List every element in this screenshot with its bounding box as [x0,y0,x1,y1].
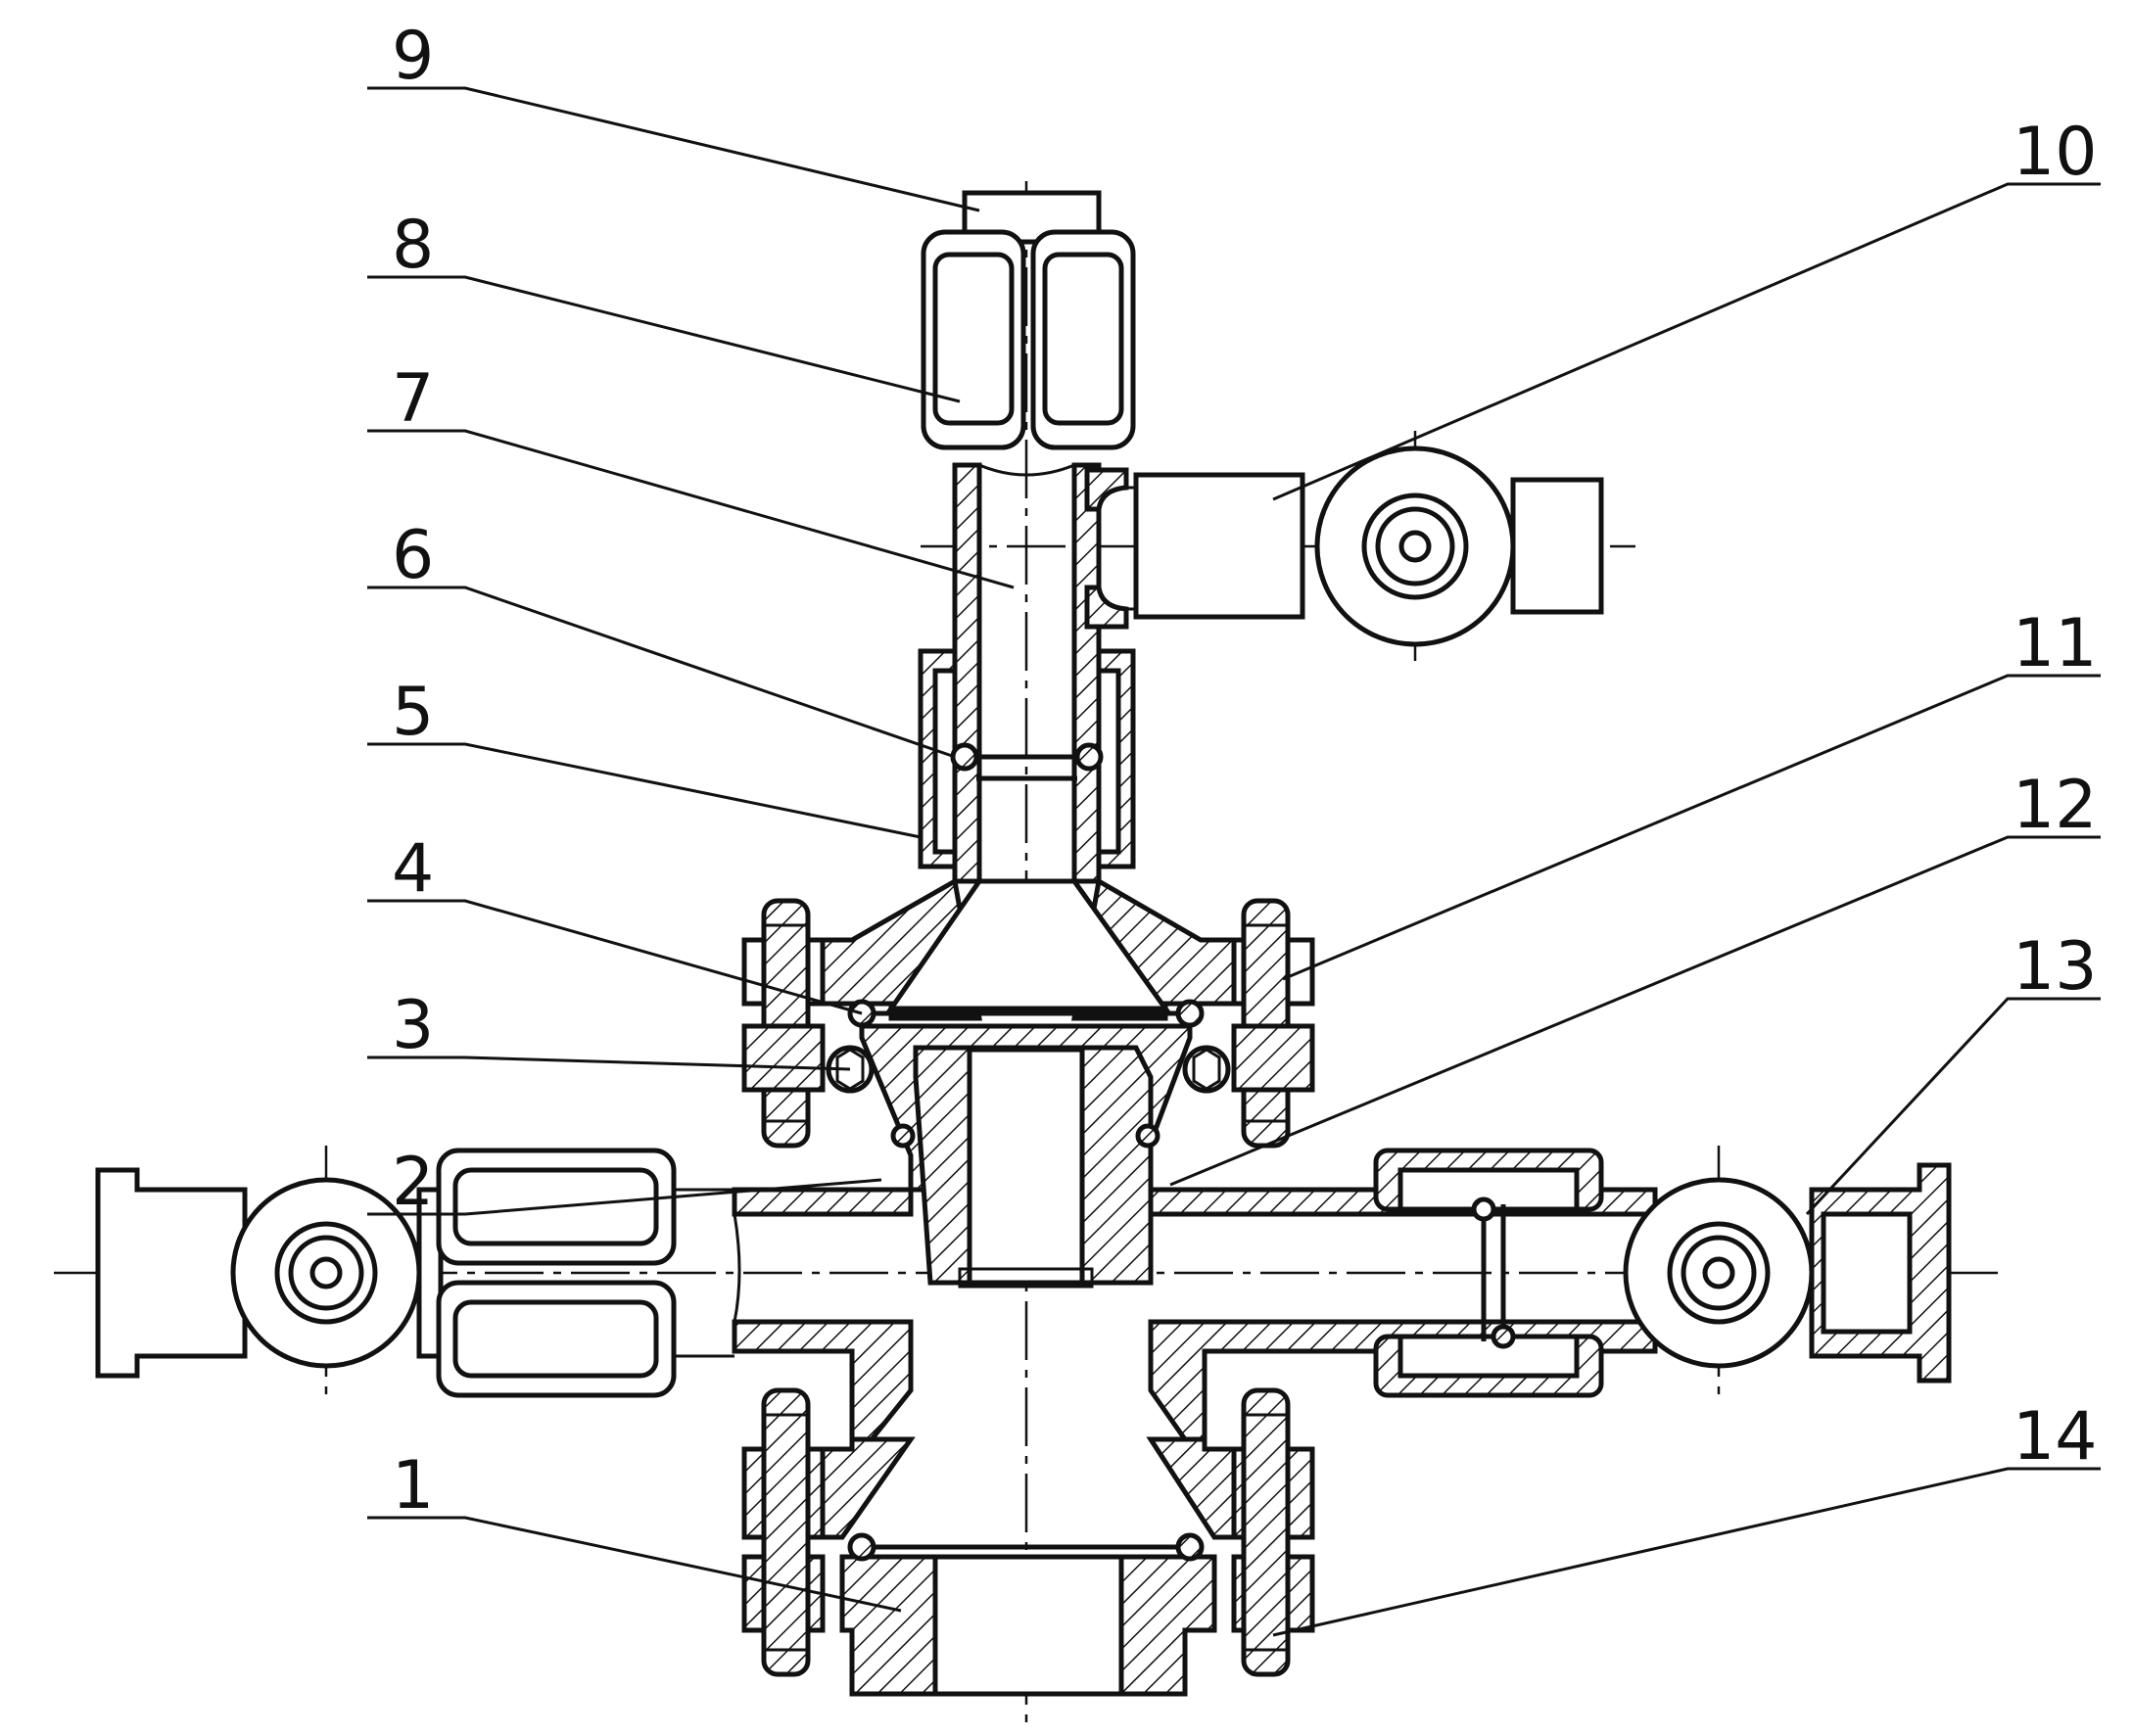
label-4: 4 [392,830,434,908]
label-2: 2 [392,1144,434,1221]
horizontal-body [732,1187,1658,1442]
label-11: 11 [2013,605,2098,682]
label-6: 6 [392,517,434,594]
label-10: 10 [2013,114,2098,191]
label-12: 12 [2013,767,2098,844]
lower-bolts-part-14 [761,1387,1291,1677]
label-7: 7 [392,360,434,438]
central-core-part-2 [890,1045,1160,1289]
gland-assembly-parts-5-6 [918,648,1136,869]
lower-body-part-1 [741,1436,1315,1697]
left-swivel-assembly [95,1148,734,1398]
upper-body-flange [741,877,1315,1021]
part-labels: 9 8 7 6 5 4 3 2 1 10 11 12 13 14 [392,18,2098,1525]
right-union-part-13 [1373,1148,1952,1398]
top-swivel-rollers-part-8 [921,229,1136,450]
label-8: 8 [392,207,434,284]
label-1: 1 [392,1447,434,1525]
label-14: 14 [2013,1398,2098,1476]
side-outlet-part-10 [1126,446,1604,647]
leader-lines [367,86,2101,1637]
label-9: 9 [392,18,434,95]
label-3: 3 [392,987,434,1064]
label-5: 5 [392,674,434,751]
label-13: 13 [2013,928,2098,1006]
